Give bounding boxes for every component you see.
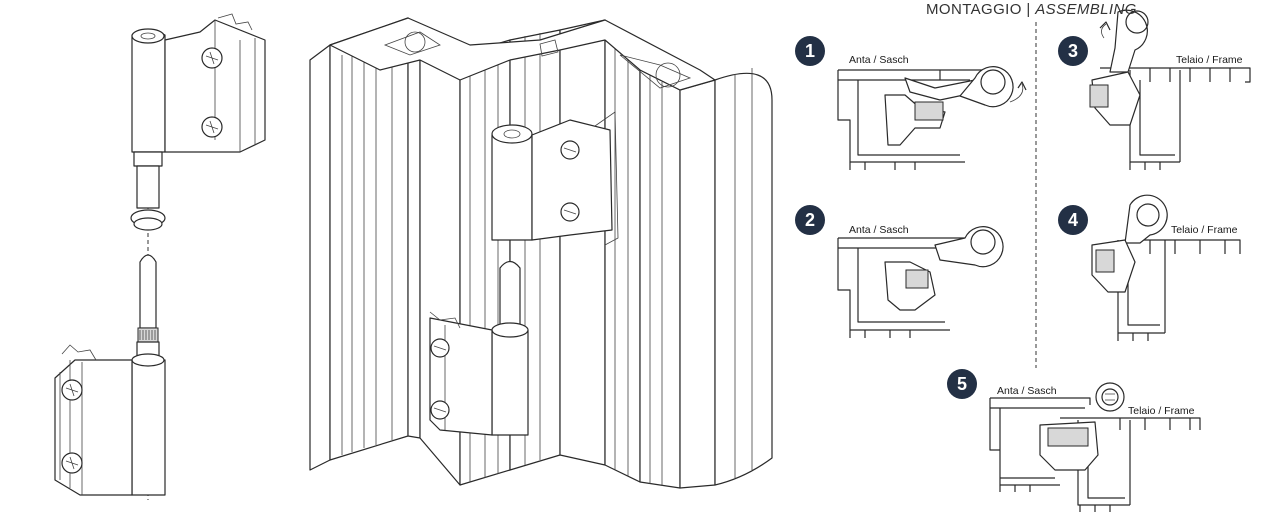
step-4-badge: 4: [1058, 205, 1088, 235]
step-1-badge: 1: [795, 36, 825, 66]
step-3-badge: 3: [1058, 36, 1088, 66]
title-main: MONTAGGIO |: [926, 1, 1036, 18]
step-5-label-frame: Telaio / Frame: [1128, 405, 1195, 417]
assembly-title: MONTAGGIO | ASSEMBLING: [926, 1, 1137, 18]
title-italic: ASSEMBLING: [1035, 1, 1137, 18]
step-1-drawing: [837, 66, 1027, 170]
step-4-label-frame: Telaio / Frame: [1171, 224, 1238, 236]
step-3-label-frame: Telaio / Frame: [1176, 54, 1243, 66]
step-4-drawing: [1091, 194, 1241, 341]
step-3-drawing: [1089, 9, 1251, 170]
step-2-label-sash: Anta / Sasch: [849, 224, 909, 236]
step-1-label-sash: Anta / Sasch: [849, 54, 909, 66]
step-5-badge: 5: [947, 369, 977, 399]
step-5-label-sash: Anta / Sasch: [997, 385, 1057, 397]
exploded-hinge-drawing: [54, 13, 266, 500]
step-5-drawing: [989, 382, 1201, 512]
step-2-drawing: [837, 226, 1004, 338]
profile-assembly-drawing: [309, 17, 773, 489]
step-2-badge: 2: [795, 205, 825, 235]
